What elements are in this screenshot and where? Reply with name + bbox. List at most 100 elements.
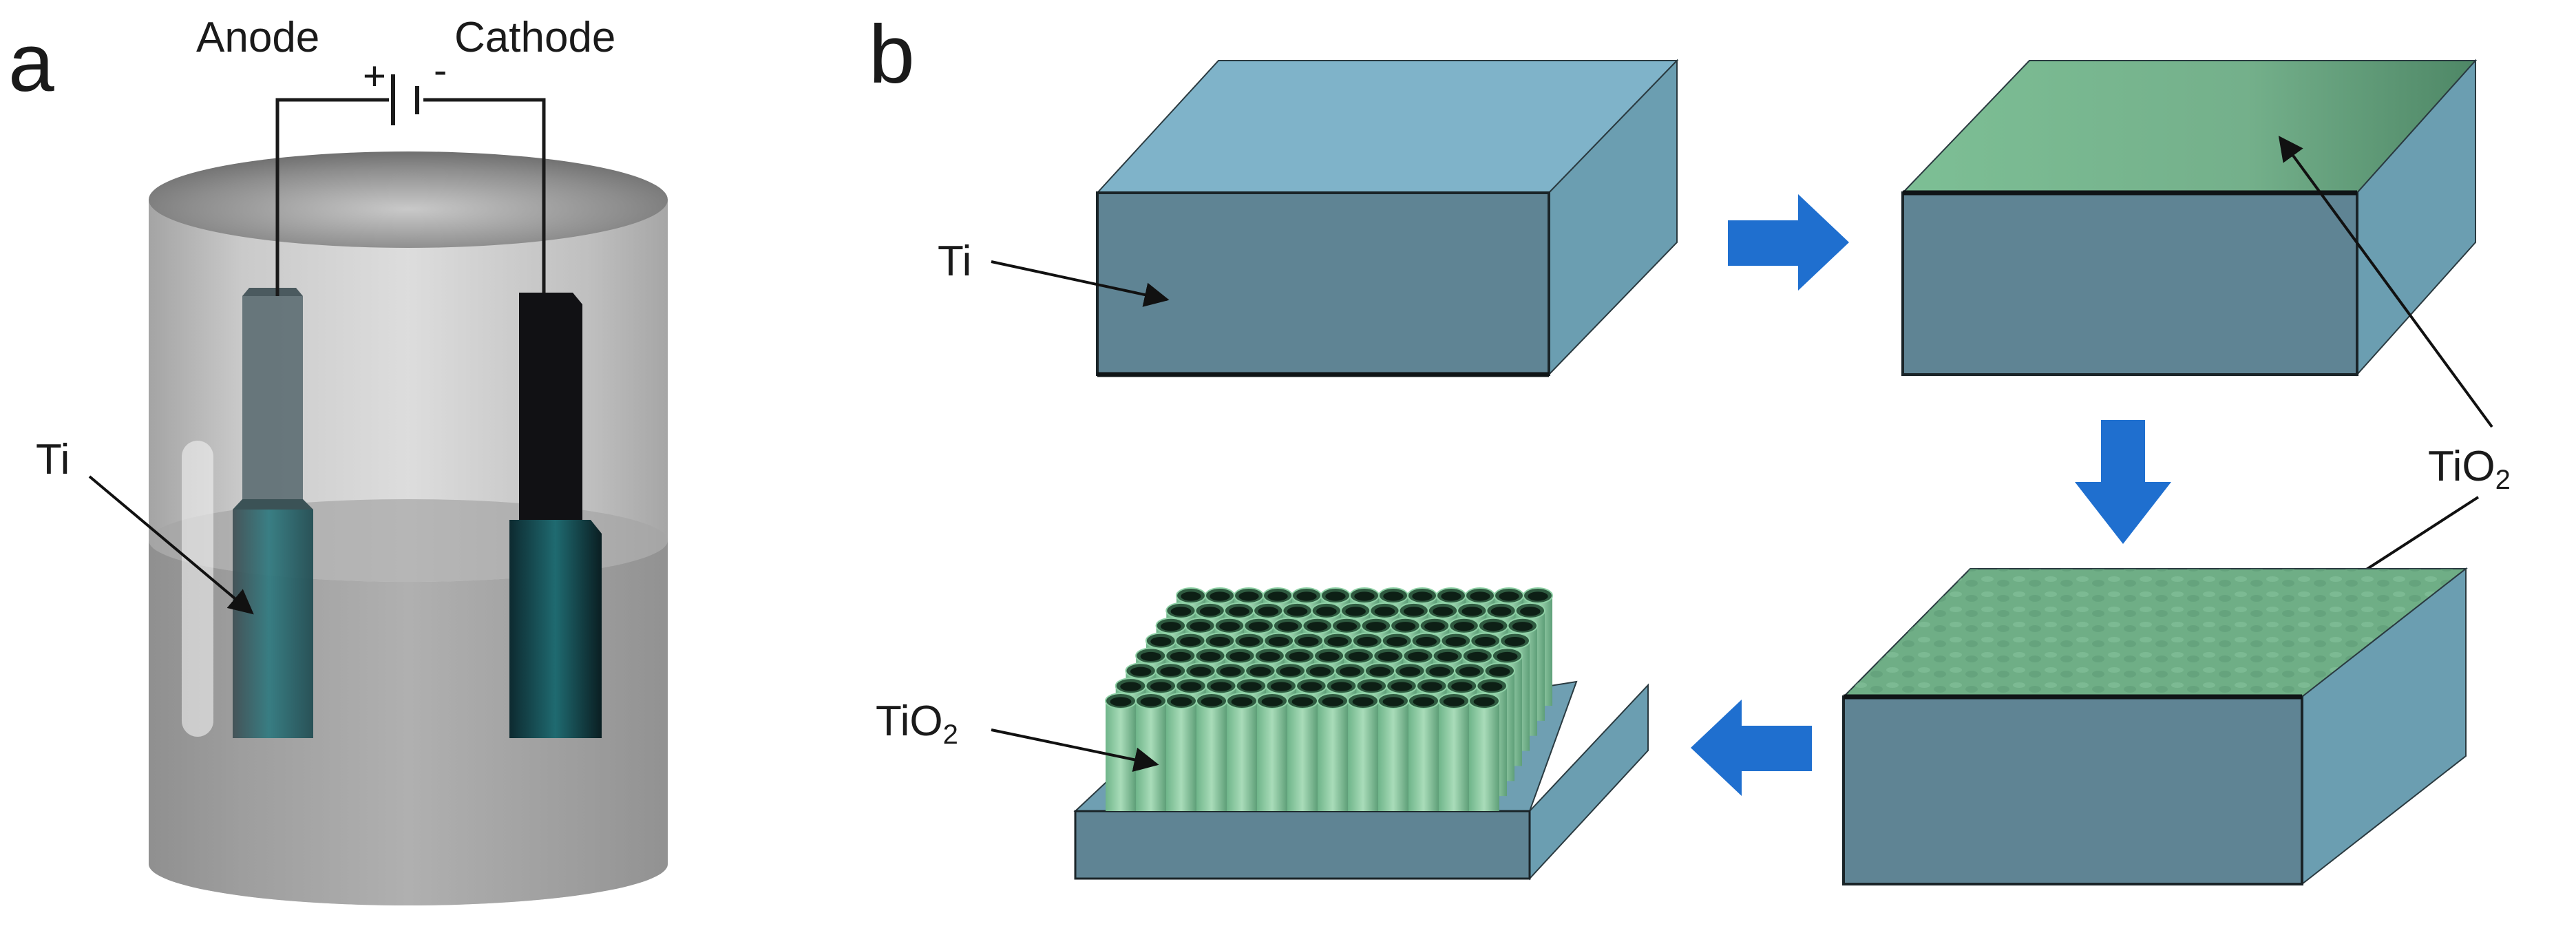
nanotube-body (1166, 701, 1196, 811)
nanotube-pore (1490, 607, 1512, 616)
plus-sign: + (363, 54, 386, 98)
nanotube-pore (1267, 591, 1288, 601)
nanotube-pore (1180, 636, 1201, 647)
nanotube-pore (1210, 682, 1232, 691)
panel-a: a Anode Cathode + (8, 14, 668, 905)
nanotube-pore (1259, 651, 1280, 662)
nanotube-body (1227, 701, 1257, 811)
nanotube-pore (1170, 607, 1192, 616)
beaker-rim (149, 151, 668, 248)
nanotube-pore (1374, 607, 1395, 616)
nanotube-pore (1520, 607, 1541, 616)
ti-pointer-b (991, 260, 1170, 307)
nanotube-body (1378, 701, 1408, 811)
nanotube-pore (1421, 682, 1443, 691)
nanotube-pore (1413, 697, 1435, 706)
nanotube-pore (1291, 697, 1313, 706)
nanotube-pore (1140, 651, 1161, 662)
nanotube-pore (1512, 622, 1533, 631)
nanotube-pore (1377, 651, 1399, 662)
nanotube-pore (1336, 622, 1358, 631)
nanotube-pore (1249, 667, 1271, 676)
nanotube-pore (1150, 636, 1172, 647)
nanotube-pore (1258, 607, 1279, 616)
nanotube-pore (1231, 697, 1253, 706)
nanotube-pore (1475, 636, 1496, 647)
nanotube-pore (1382, 697, 1404, 706)
nanotube-pore (1307, 622, 1328, 631)
tio2-pointer-left (991, 728, 1159, 773)
nanotube-pore (1130, 667, 1152, 676)
nanotube-pore (1429, 667, 1450, 676)
nanotube-pore (1441, 591, 1461, 601)
nanotube-pore (1268, 636, 1289, 647)
nanotube-pore (1287, 607, 1308, 616)
nanotube-pore (1220, 667, 1241, 676)
nanotube-pore (1386, 636, 1408, 647)
anode-label: Anode (196, 14, 319, 61)
ti-pointer-a (88, 475, 254, 615)
nanotube-pore (1424, 622, 1445, 631)
nanotube-pore (1181, 591, 1201, 601)
nanotube-pore (1190, 667, 1212, 676)
nanotube-pore (1229, 651, 1251, 662)
nanotube-pore (1298, 636, 1319, 647)
nanotube-pore (1120, 682, 1141, 691)
nanotube-pore (1369, 667, 1391, 676)
nanotube-pore (1180, 682, 1202, 691)
nanotube-pore (1433, 607, 1453, 616)
nanotube-body (1439, 701, 1469, 811)
nanotube-body (1318, 701, 1348, 811)
nanotube-pore (1289, 651, 1310, 662)
nanotube-body (1348, 701, 1378, 811)
nanotube-pore (1348, 651, 1369, 662)
nanotube-pore (1110, 697, 1132, 706)
nanotube-pore (1210, 636, 1230, 647)
circuit (275, 74, 546, 296)
nanotube-pore (1199, 607, 1221, 616)
nanotube-pore (1331, 682, 1352, 691)
cathode-electrode (509, 293, 602, 738)
nanotube-pore (1238, 636, 1260, 647)
ti-label-b: Ti (938, 238, 971, 285)
nanotube-pore (1437, 651, 1459, 662)
nanotube-pore (1160, 667, 1181, 676)
nanotube-pore (1261, 697, 1283, 706)
oxide-layer-block (1901, 59, 2478, 377)
nanotube-pore (1241, 682, 1262, 691)
nanotube-pore (1219, 622, 1240, 631)
nanotube-body (1469, 701, 1499, 811)
nanotube-pore (1461, 607, 1483, 616)
nanotube-pore (1497, 651, 1518, 662)
minus-sign: - (434, 48, 447, 93)
nanotube-pore (1360, 682, 1382, 691)
nanotube-pore (1499, 591, 1519, 601)
nanotube-pore (1140, 697, 1162, 706)
nanotube-pore (1322, 697, 1344, 706)
nanotube-pore (1270, 682, 1292, 691)
nanotube-pore (1309, 667, 1331, 676)
nanotube-pore (1352, 697, 1374, 706)
nanotube-pore (1170, 651, 1191, 662)
nanotube-pore (1445, 636, 1466, 647)
nanotube-pore (1339, 667, 1361, 676)
nanotube-body (1196, 701, 1227, 811)
nanotube-pore (1473, 697, 1495, 706)
nanotube-body (1287, 701, 1318, 811)
right-arrow-icon (1728, 194, 1849, 291)
nanotube-pore (1365, 622, 1386, 631)
nanotube-pore (1399, 667, 1421, 676)
nanotube-pore (1451, 682, 1472, 691)
nanotube-pore (1170, 697, 1192, 706)
nanotube-pore (1318, 651, 1340, 662)
nanotube-body (1136, 701, 1166, 811)
nanotube-pore (1327, 636, 1349, 647)
nanotube-pore (1483, 622, 1504, 631)
nanotube-pore (1160, 622, 1181, 631)
nanotube-pore (1210, 591, 1230, 601)
nanotube-pore (1354, 591, 1375, 601)
nanotube-array-block (1073, 587, 1649, 881)
panel-a-label: a (8, 17, 54, 109)
nanotube-pore (1229, 607, 1249, 616)
nanotube-pore (1278, 622, 1299, 631)
